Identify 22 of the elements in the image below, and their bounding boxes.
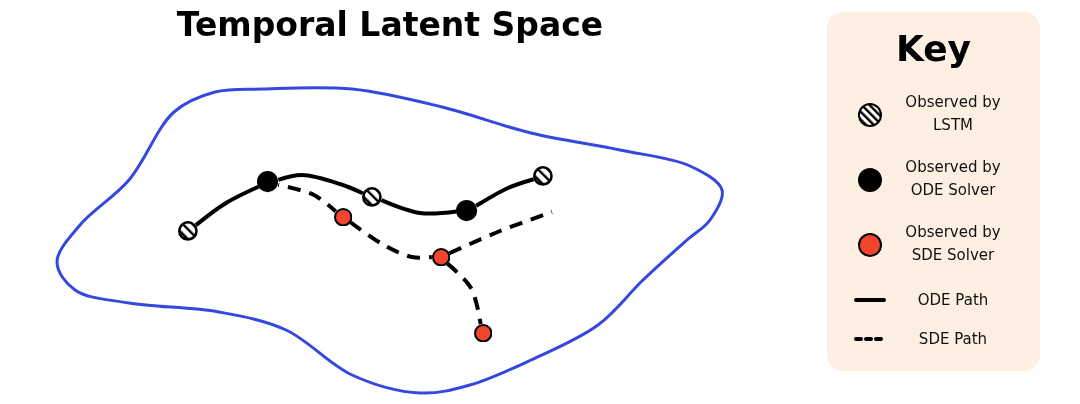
ode-observation-point bbox=[257, 171, 279, 193]
lstm-observation-point bbox=[178, 221, 198, 241]
legend-label: Observed by ODE Solver bbox=[904, 157, 1002, 201]
solid-curve bbox=[380, 198, 457, 216]
legend-label: Observed by LSTM bbox=[904, 92, 1002, 136]
dashed-curve bbox=[448, 210, 553, 256]
diagram-title: Temporal Latent Space bbox=[175, 4, 605, 46]
sde-observation-point bbox=[473, 323, 493, 343]
dashed-curve bbox=[349, 220, 432, 260]
sde-observation-point bbox=[431, 247, 451, 267]
legend-label: SDE Path bbox=[917, 328, 989, 350]
legend-title: Key bbox=[894, 27, 973, 71]
dashed-curve bbox=[446, 262, 483, 325]
legend-label: Observed by SDE Solver bbox=[904, 222, 1002, 266]
solid-curve bbox=[277, 173, 364, 196]
lstm-observation-point bbox=[362, 187, 382, 207]
solid-curve bbox=[475, 177, 535, 208]
lstm-observation-point bbox=[533, 166, 553, 186]
ode-observation-point bbox=[456, 200, 478, 222]
solid-curve bbox=[194, 184, 260, 227]
sde-observation-point bbox=[333, 207, 353, 227]
legend-label: ODE Path bbox=[916, 289, 990, 311]
